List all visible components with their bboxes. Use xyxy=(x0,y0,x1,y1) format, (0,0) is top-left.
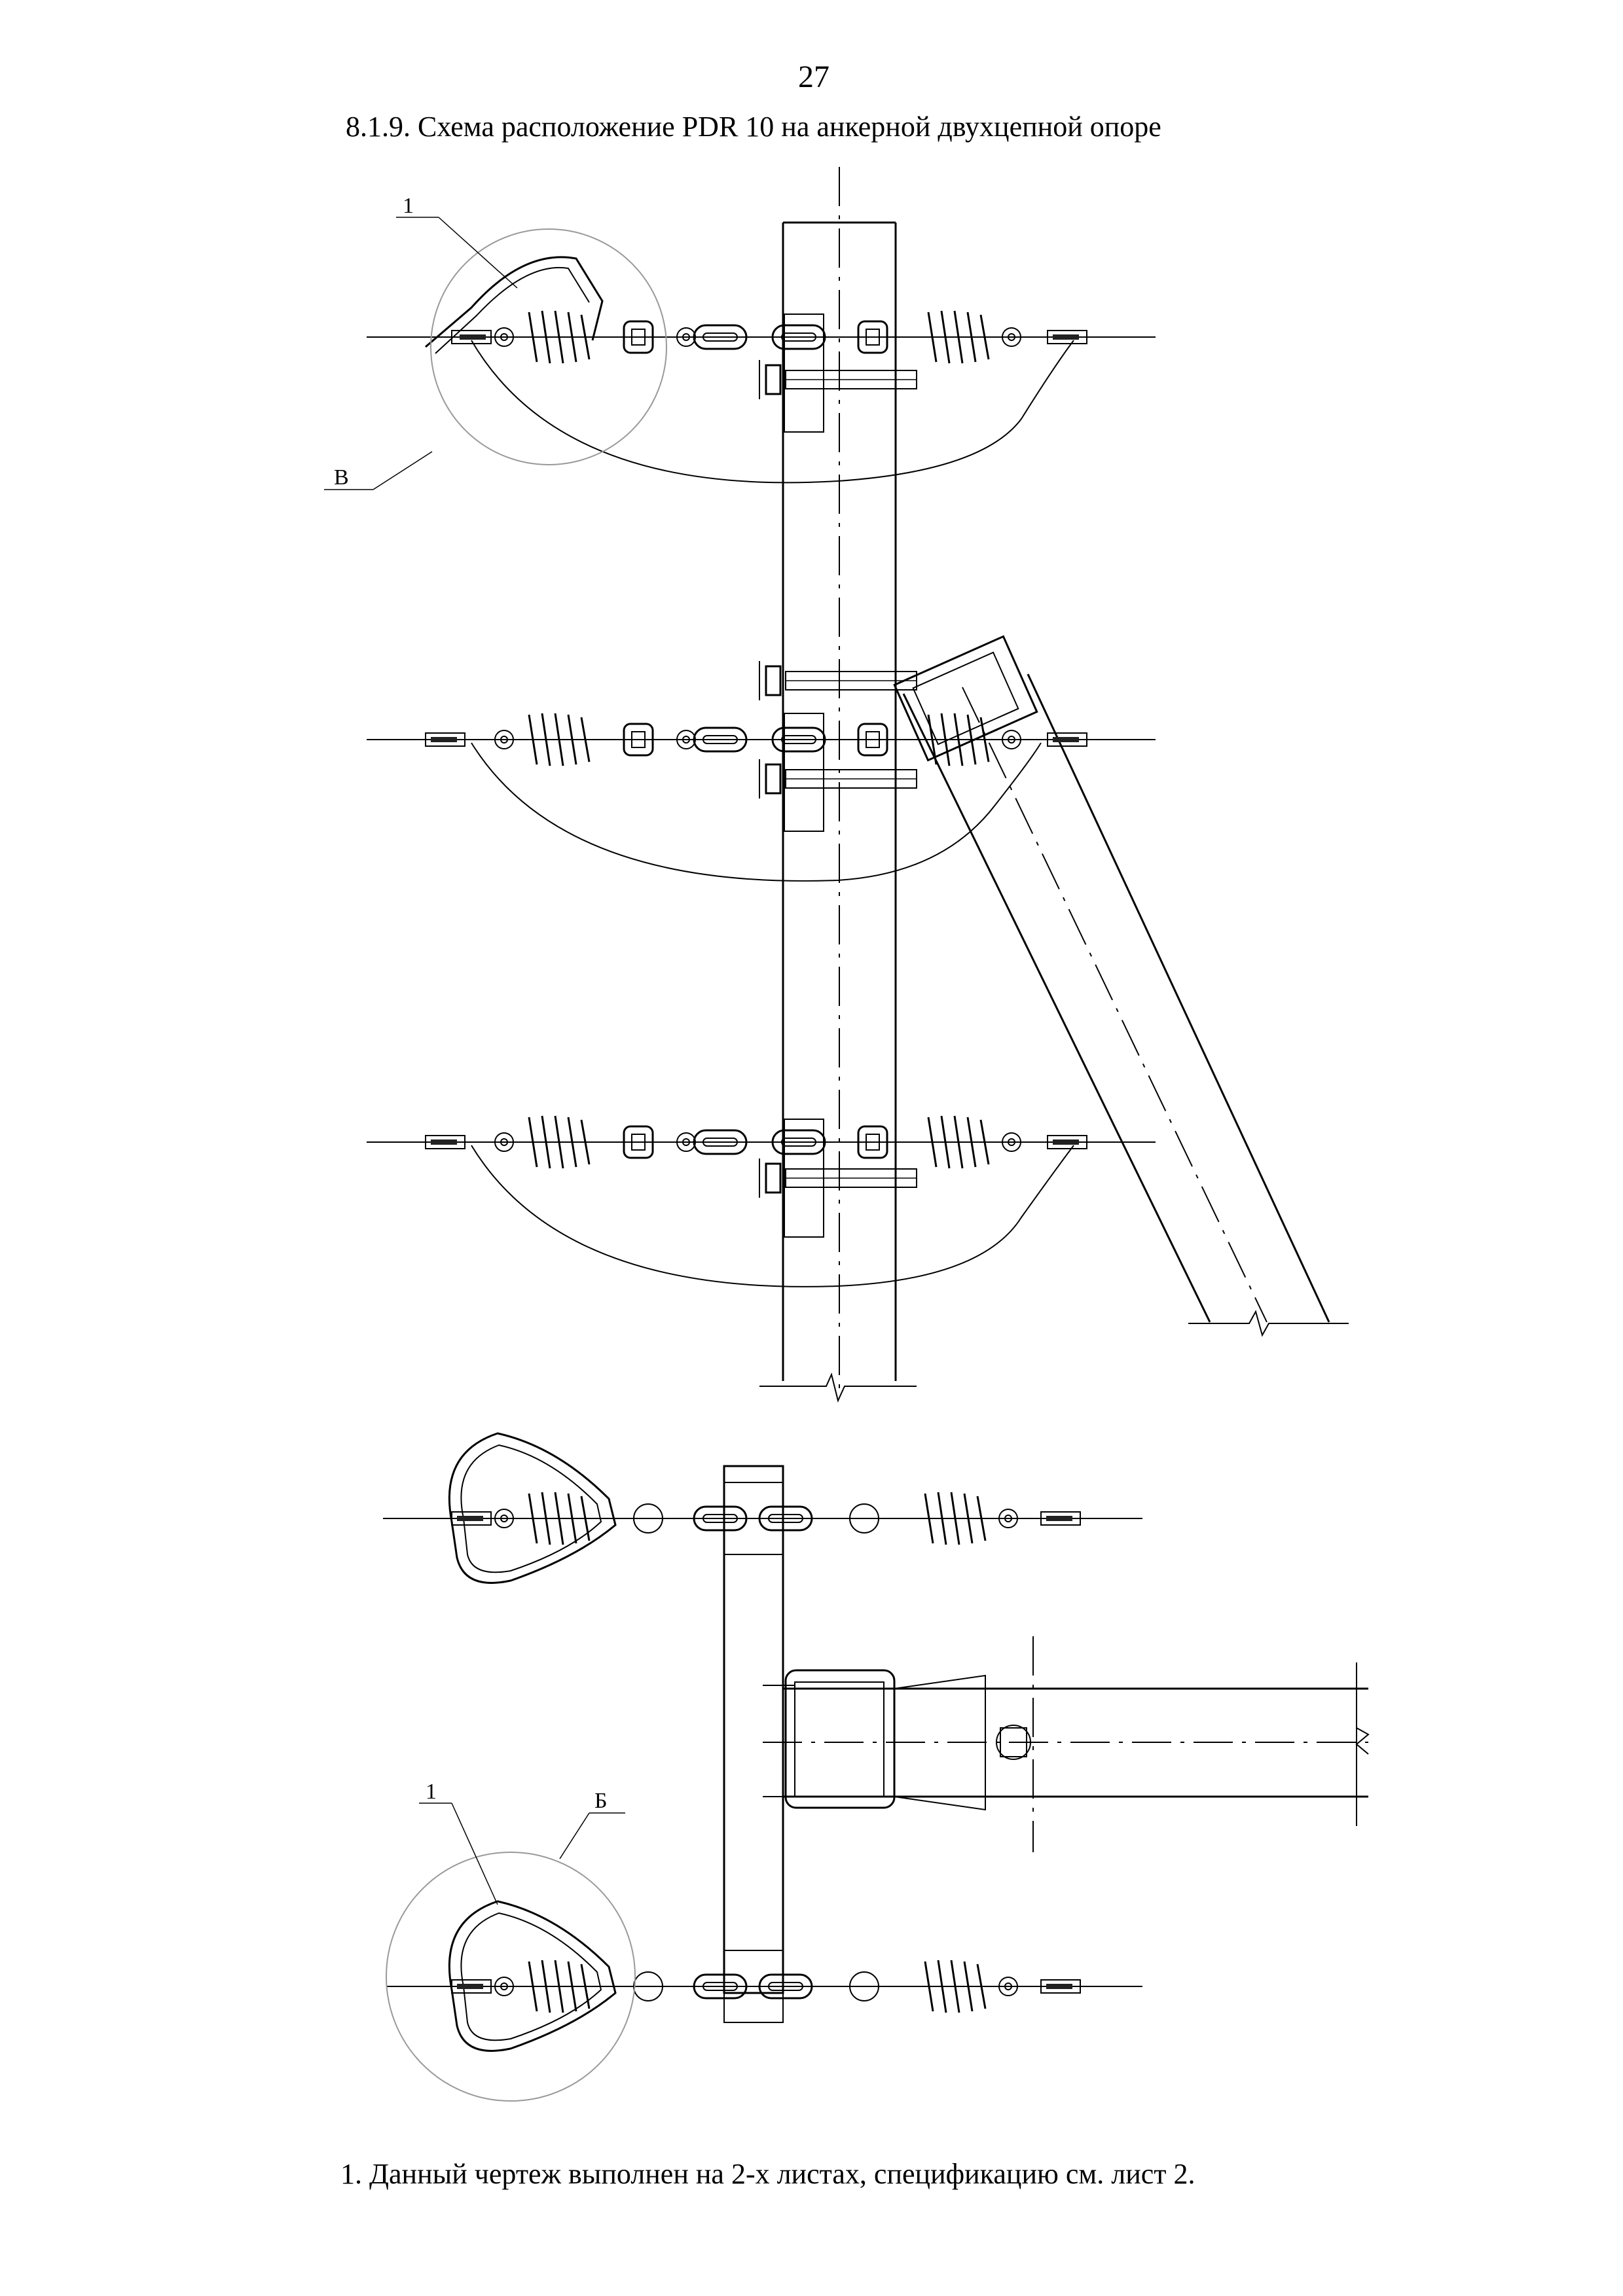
crossarm-bottom xyxy=(367,1115,1156,1287)
callout-item-bottom: 1 xyxy=(426,1780,437,1804)
plan-row-top xyxy=(383,1432,1142,1584)
callout-view-bottom: Б xyxy=(594,1789,608,1813)
crossarm-middle xyxy=(367,660,1156,882)
footer-note: 1. Данный чертеж выполнен на 2-х листах,… xyxy=(340,2158,1195,2190)
page-number: 27 xyxy=(798,60,830,94)
callout-item-top: 1 xyxy=(403,194,414,218)
callout-bottom: 1 Б xyxy=(419,1780,625,1905)
sheet-title: 8.1.9. Схема расположение PDR 10 на анке… xyxy=(346,111,1161,143)
plan-pole xyxy=(723,1465,1370,1994)
callout-view-top: В xyxy=(334,465,349,490)
callout-top: 1 В xyxy=(324,194,518,490)
crossarm-top xyxy=(367,228,1156,484)
pole-strut xyxy=(893,635,1349,1337)
pole-vertical xyxy=(759,167,917,1403)
plan-row-bottom xyxy=(386,1852,1142,2102)
